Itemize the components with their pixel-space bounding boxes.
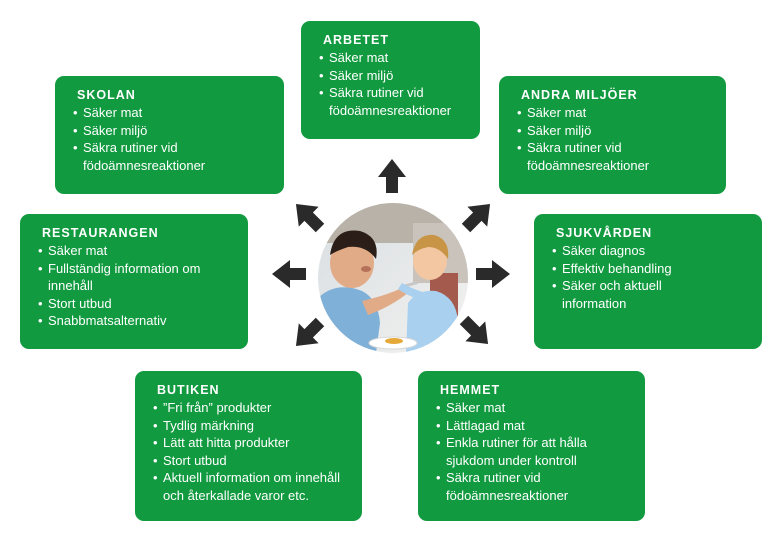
- list-item: Lättlagad mat: [436, 417, 635, 435]
- node-list: Säker mat Säker miljö Säkra rutiner vid …: [319, 49, 470, 119]
- node-title: SJUKVÅRDEN: [556, 226, 653, 240]
- list-item: Enkla rutiner för att hålla sjukdom unde…: [436, 434, 636, 469]
- list-item: Säker mat: [436, 399, 635, 417]
- list-item: Tydlig märkning: [153, 417, 352, 435]
- list-item: Stort utbud: [153, 452, 352, 470]
- list-item: Säker miljö: [73, 122, 274, 140]
- list-item: Säker miljö: [517, 122, 716, 140]
- list-item: Aktuell information om innehåll och åter…: [153, 469, 359, 504]
- node-hemmet: HEMMET Säker mat Lättlagad mat Enkla rut…: [418, 371, 645, 521]
- node-list: ”Fri från” produkter Tydlig märkning Lät…: [153, 399, 352, 504]
- list-item: Säkra rutiner vid födoämnesreaktioner: [319, 84, 479, 119]
- node-title: ARBETET: [323, 33, 390, 47]
- list-item: Säkra rutiner vid födoämnesreaktioner: [517, 139, 677, 174]
- node-title: ANDRA MILJÖER: [521, 88, 638, 102]
- list-item: Fullständig information om innehåll: [38, 260, 208, 295]
- node-arbetet: ARBETET Säker mat Säker miljö Säkra ruti…: [301, 21, 480, 139]
- node-restaurangen: RESTAURANGEN Säker mat Fullständig infor…: [20, 214, 248, 349]
- node-sjukvarden: SJUKVÅRDEN Säker diagnos Effektiv behand…: [534, 214, 762, 349]
- node-list: Säker diagnos Effektiv behandling Säker …: [552, 242, 752, 312]
- list-item: Säker mat: [319, 49, 470, 67]
- list-item: Säker mat: [73, 104, 274, 122]
- list-item: Säkra rutiner vid födoämnesreaktioner: [73, 139, 233, 174]
- arrow-down-right-icon: [454, 310, 498, 354]
- arrow-up-left-icon: [286, 194, 330, 238]
- list-item: Säker och aktuell information: [552, 277, 702, 312]
- list-item: Stort utbud: [38, 295, 238, 313]
- node-andra-miljoer: ANDRA MILJÖER Säker mat Säker miljö Säkr…: [499, 76, 726, 194]
- node-title: RESTAURANGEN: [42, 226, 159, 240]
- list-item: Lätt att hitta produkter: [153, 434, 352, 452]
- list-item: Säker mat: [517, 104, 716, 122]
- photo-father-feeding-child-icon: [318, 203, 468, 353]
- node-list: Säker mat Fullständig information om inn…: [38, 242, 238, 330]
- list-item: Säker miljö: [319, 67, 470, 85]
- list-item: ”Fri från” produkter: [153, 399, 352, 417]
- node-skolan: SKOLAN Säker mat Säker miljö Säkra rutin…: [55, 76, 284, 194]
- node-list: Säker mat Säker miljö Säkra rutiner vid …: [517, 104, 716, 174]
- node-title: SKOLAN: [77, 88, 136, 102]
- list-item: Snabbmatsalternativ: [38, 312, 238, 330]
- list-item: Säkra rutiner vid födoämnesreaktioner: [436, 469, 606, 504]
- arrow-right-icon: [476, 260, 510, 288]
- list-item: Effektiv behandling: [552, 260, 752, 278]
- arrow-left-icon: [272, 260, 306, 288]
- list-item: Säker diagnos: [552, 242, 752, 260]
- node-list: Säker mat Säker miljö Säkra rutiner vid …: [73, 104, 274, 174]
- arrow-up-right-icon: [456, 194, 500, 238]
- arrow-up-icon: [378, 159, 406, 193]
- node-list: Säker mat Lättlagad mat Enkla rutiner fö…: [436, 399, 635, 504]
- node-butiken: BUTIKEN ”Fri från” produkter Tydlig märk…: [135, 371, 362, 521]
- arrow-down-left-icon: [286, 312, 330, 356]
- node-title: HEMMET: [440, 383, 501, 397]
- node-title: BUTIKEN: [157, 383, 220, 397]
- center-photo: [318, 203, 468, 353]
- list-item: Säker mat: [38, 242, 238, 260]
